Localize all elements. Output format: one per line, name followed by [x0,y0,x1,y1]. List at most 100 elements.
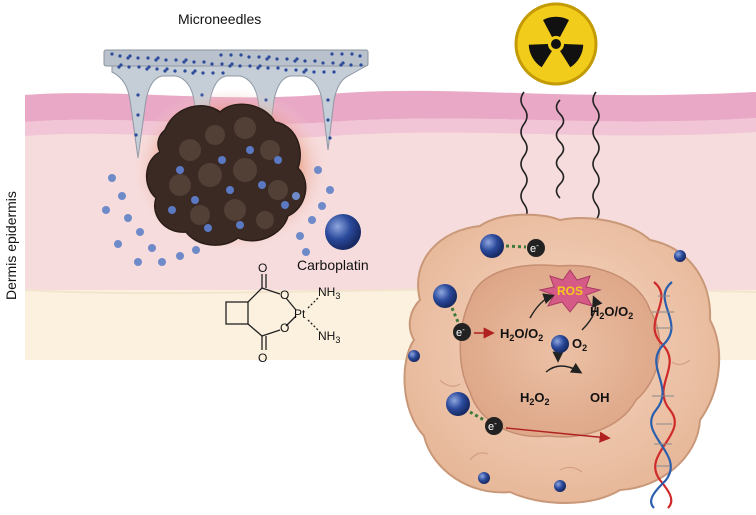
drug-particle [191,71,195,75]
carboplatin-o-top: O [258,261,267,275]
drug-particle [192,60,196,64]
drug-particle [145,67,149,71]
drug-particle [350,52,354,56]
drug-particle [340,52,344,56]
carboplatin-nh3-top: NH3 [318,285,340,301]
drug-particle [266,66,270,70]
drug-particle [248,64,252,68]
drug-particle [211,71,215,75]
drug-particle [218,156,226,164]
drug-particle [322,70,326,74]
drug-particle [117,65,121,69]
drug-particle [102,206,110,214]
drug-particle [128,54,132,58]
drug-particle [226,186,234,194]
drug-particle [193,69,197,73]
drug-particle [293,59,297,63]
drug-particle [183,69,187,73]
drug-particle [136,56,140,60]
drug-particle [295,57,299,61]
drug-particle [134,133,138,137]
drug-particle [230,62,234,66]
drug-particle [326,186,334,194]
drug-particle [174,58,178,62]
drug-particle [229,53,233,57]
drug-particle [221,71,225,75]
carboplatin-nh3-bottom: NH3 [318,329,340,345]
drug-particle [326,98,330,102]
h2o-o2-left: H2O/O2 [500,326,543,343]
drug-particle [137,65,141,69]
drug-particle [168,206,176,214]
drug-particle [201,71,205,75]
drug-particle [349,63,353,67]
drug-particle [148,244,156,252]
drug-particle [210,62,214,66]
drug-particle [154,58,158,62]
drug-particle [257,55,261,59]
electron-label-left: e- [456,325,465,339]
radiation-waves [520,91,600,221]
drug-particle [330,52,334,56]
drug-particle [136,93,140,97]
drug-particle [236,221,244,229]
carboplatin-particle [325,214,361,250]
carboplatin-o-ester-top: O [280,288,289,302]
electron-label-bottom: e- [488,419,497,433]
drug-particle [332,70,336,74]
drug-particle [114,240,122,248]
drug-particle [155,67,159,71]
drug-particle [339,63,343,67]
drug-particle [204,224,212,232]
drug-particle [294,68,298,72]
drug-particle [331,61,335,65]
drug-particle [303,59,307,63]
drug-particle [313,59,317,63]
microneedles-label: Microneedles [178,11,261,27]
electron-label-top: e- [530,241,539,255]
carboplatin-pt: Pt [294,307,306,321]
drug-particle [118,54,122,58]
dna-helix [650,281,676,509]
drug-particle [127,65,131,69]
drug-particle [136,113,140,117]
drug-particle [158,258,166,266]
drug-particle [176,166,184,174]
drug-particle [119,63,123,67]
drug-particle [258,181,266,189]
electron-transfer-top [480,234,545,258]
drug-particle [318,202,326,210]
electron-transfer-bottom [446,392,611,443]
cell-edge-particles [408,250,686,492]
carboplatin-o-bottom: O [258,351,267,365]
drug-particle [118,192,126,200]
drug-particle [326,118,330,122]
scattered-drug-particles [102,166,334,266]
tumor-drug-dots [168,146,289,232]
drug-particle [163,69,167,73]
drug-particle [176,252,184,260]
drug-particle [276,66,280,70]
electron-transfer-left [433,284,495,341]
drug-particle [328,136,332,140]
drug-particle [284,68,288,72]
drug-particle [296,232,304,240]
oh-label: OH [590,390,610,405]
drug-particle [192,246,200,254]
drug-particle [219,53,223,57]
drug-particle [275,57,279,61]
drug-particle [267,55,271,59]
drug-particle [134,258,142,266]
drug-particle [156,56,160,60]
drug-particle [359,63,363,67]
drug-particle [202,60,206,64]
drug-particle [281,201,289,209]
drug-particle [165,67,169,71]
drug-particle [341,61,345,65]
h2o-o2-right: H2O/O2 [590,304,633,321]
drug-particle [182,60,186,64]
radiation-icon [514,2,598,86]
drug-particle [265,57,269,61]
